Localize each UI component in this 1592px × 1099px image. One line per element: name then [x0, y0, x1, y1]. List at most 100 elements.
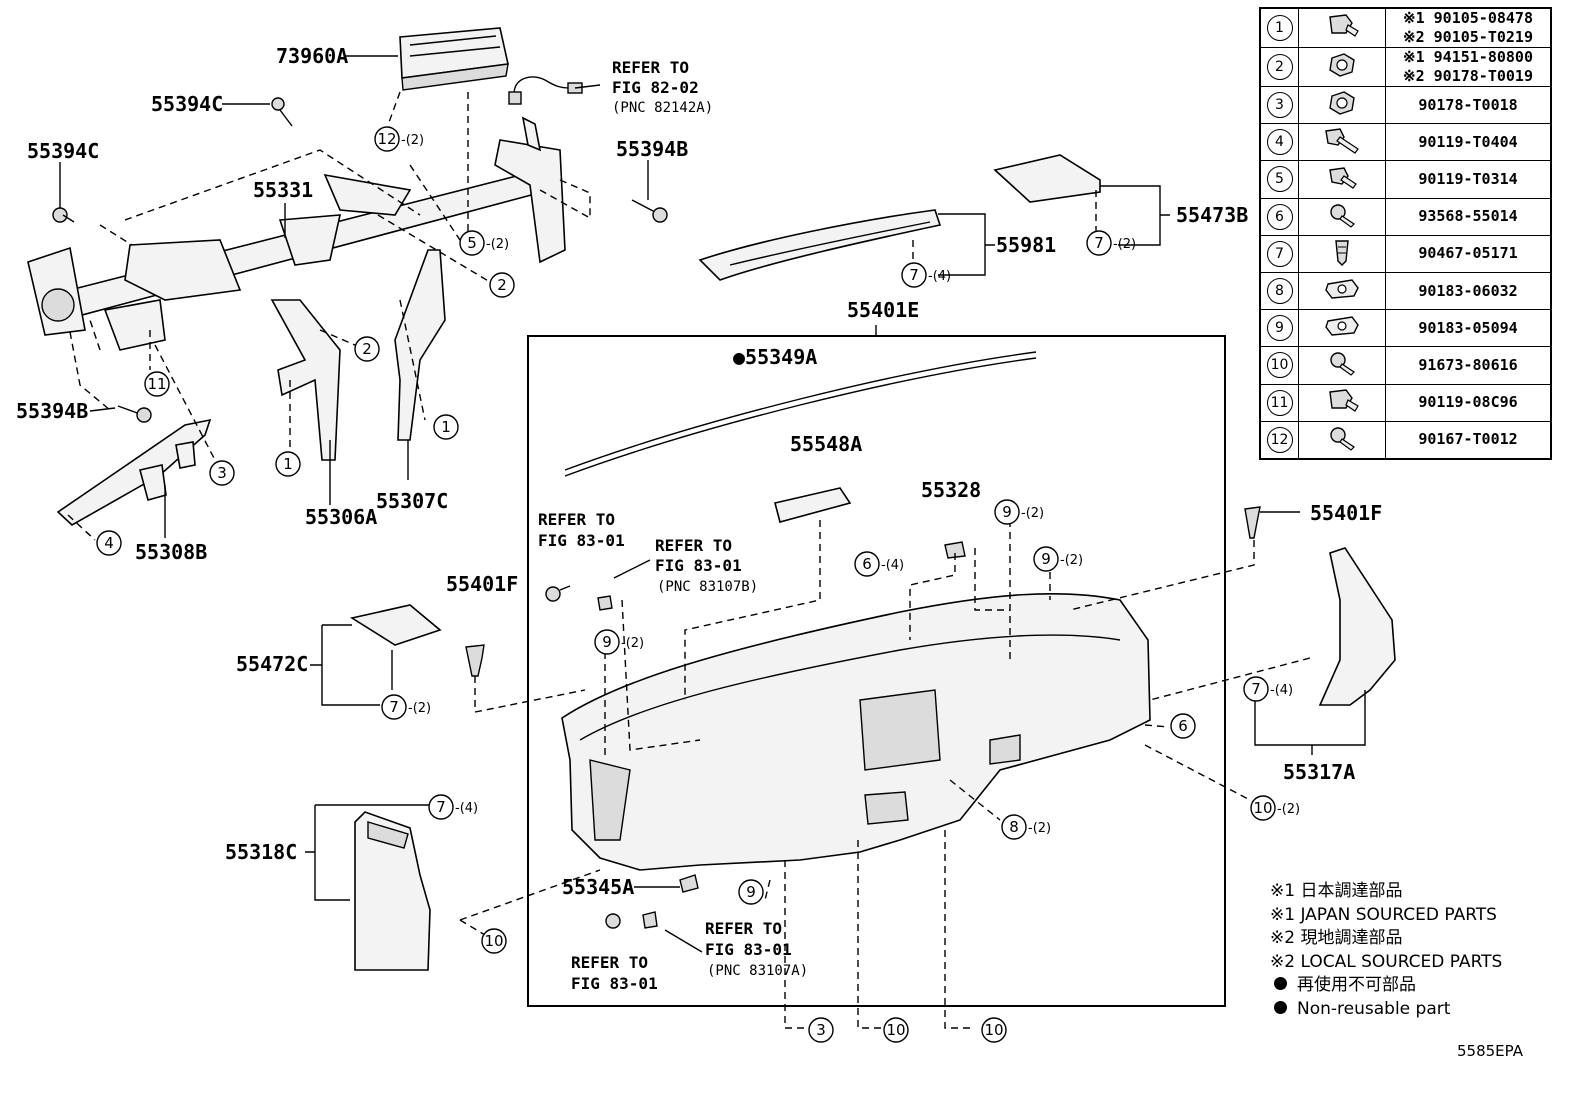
- brace-55306A: [270, 299, 341, 461]
- fastener-circle-11: [144, 371, 170, 397]
- cover-55473B: [993, 154, 1101, 203]
- leader-lines: [59, 55, 1366, 1029]
- qty: -(2): [401, 133, 424, 148]
- callout-55394C-top: 55394C: [151, 92, 223, 116]
- side-panel-55318C: [354, 811, 431, 971]
- fastener-circle-7b: [1086, 230, 1112, 256]
- callout-55394B-left: 55394B: [16, 399, 88, 423]
- fastener-circle-10b: [481, 928, 507, 954]
- callout-55401E: 55401E: [847, 298, 919, 322]
- flange-bolt-icon: [1322, 14, 1362, 45]
- fastener-num: 3: [816, 1021, 826, 1039]
- ref-pnc: (PNC 83107B): [657, 579, 758, 595]
- long-bolt-icon: [1322, 128, 1362, 159]
- callout-55307C: 55307C: [376, 489, 448, 513]
- fastener-num: 9: [746, 883, 756, 901]
- legend-number: 12: [1266, 426, 1293, 453]
- note-japan-en: ※1 JAPAN SOURCED PARTS: [1270, 904, 1497, 925]
- fastener-num: 7: [389, 698, 399, 716]
- qty: -(2): [1277, 802, 1300, 817]
- legend-row: 1※1 90105-08478※2 90105-T0219: [1259, 7, 1552, 48]
- fastener-num: 7: [1094, 234, 1104, 252]
- legend-number: 9: [1266, 315, 1293, 342]
- legend-part-number: 90183-05094: [1418, 318, 1518, 337]
- fastener-circle-10c: [883, 1017, 909, 1043]
- legend-number: 11: [1266, 389, 1293, 416]
- part-55345A: [679, 874, 699, 893]
- airbag-module-73960A: [399, 27, 509, 91]
- bullet-icon: [1274, 1000, 1287, 1014]
- callout-55472C: 55472C: [236, 652, 308, 676]
- ref-line: FIG 83-01: [571, 974, 658, 993]
- fastener-num: 1: [441, 418, 451, 436]
- legend-part-number: 90119-08C96: [1418, 393, 1518, 412]
- legend-part-number: ※1 94151-80800: [1403, 48, 1533, 66]
- part-55548A: [774, 487, 852, 523]
- legend-row: 11 90119-08C96: [1259, 383, 1552, 422]
- ref-fastener-83-01-left: [545, 585, 571, 602]
- fastener-circle-9a: [994, 499, 1020, 525]
- ref-line: REFER TO: [538, 510, 615, 529]
- notes: ※1 日本調達部品 ※1 JAPAN SOURCED PARTS ※2 現地調達…: [1270, 880, 1502, 1021]
- note-nonreusable-jp: 再使用不可部品: [1270, 974, 1502, 998]
- spring-nut-icon: [1322, 316, 1362, 345]
- legend-row: 10 91673-80616: [1259, 346, 1552, 385]
- legend-part-number: 91673-80616: [1418, 355, 1518, 374]
- note-text: Non-reusable part: [1297, 998, 1451, 1019]
- ref-line: FIG 83-01: [655, 556, 742, 575]
- fastener-circle-7a: [901, 262, 927, 288]
- note-japan-jp: ※1 日本調達部品: [1270, 881, 1403, 901]
- fastener-circle-8: [1001, 814, 1027, 840]
- fastener-circle-10d: [981, 1017, 1007, 1043]
- callout-73960A: 73960A: [276, 44, 348, 68]
- ref-line: REFER TO: [705, 919, 782, 938]
- ref-line: REFER TO: [655, 536, 732, 555]
- fastener-num: 4: [104, 534, 114, 552]
- fastener-num: 8: [1009, 818, 1019, 836]
- legend-number: 10: [1266, 352, 1293, 379]
- qty: -(2): [408, 701, 431, 716]
- fastener-circle-9d: [738, 879, 764, 905]
- fastener-circle-12: [374, 126, 400, 152]
- callout-55349A: ●55349A: [733, 345, 817, 369]
- note-local-jp: ※2 現地調達部品: [1270, 928, 1403, 948]
- fastener-circle-5: [459, 230, 485, 256]
- note-text: 再使用不可部品: [1297, 975, 1416, 995]
- reference-texts: REFER TO FIG 82-02 (PNC 82142A) REFER TO…: [538, 58, 808, 993]
- callout-55548A: 55548A: [790, 432, 862, 456]
- fastener-circle-1a: [433, 414, 459, 440]
- qty: -(4): [881, 558, 904, 573]
- legend-part-number: ※1 90105-08478: [1403, 9, 1533, 27]
- legend-number: 3: [1266, 92, 1293, 119]
- legend-number: 1: [1266, 15, 1293, 41]
- qty: -(4): [455, 801, 478, 816]
- legend-row: 2 ※1 94151-80800※2 90178-T0019: [1259, 47, 1552, 87]
- legend-part-number: 90183-06032: [1418, 281, 1518, 300]
- fastener-num: 2: [497, 276, 507, 294]
- fastener-circles: [96, 126, 1276, 1043]
- qty: -(2): [1113, 237, 1136, 252]
- fastener-circle-3b: [808, 1017, 834, 1043]
- legend-part-number: ※2 90178-T0019: [1403, 67, 1533, 85]
- clip-icon: [1322, 240, 1362, 271]
- qty: -(2): [1021, 506, 1044, 521]
- legend-number: 4: [1266, 129, 1293, 156]
- fastener-num: 9: [602, 633, 612, 651]
- nut-icon: [1322, 91, 1362, 122]
- callout-55473B: 55473B: [1176, 203, 1248, 227]
- ref-line: FIG 83-01: [705, 940, 792, 959]
- qty: -(2): [1028, 821, 1051, 836]
- flange-bolt-icon: [1322, 388, 1362, 420]
- ref-pnc: (PNC 83107A): [707, 963, 808, 979]
- qty: -(2): [486, 237, 509, 252]
- fastener-num: 7: [909, 266, 919, 284]
- legend-number: 6: [1266, 203, 1293, 230]
- fastener-numbers: 12 5 2 2 11 3 4 1 1 7 7 9 9 6 9 7 7 6 10…: [104, 130, 1272, 1039]
- callout-55345A: 55345A: [562, 875, 634, 899]
- legend-number: 2: [1266, 54, 1293, 80]
- callout-55401F-left: 55401F: [446, 572, 518, 596]
- part-55328: [944, 541, 966, 559]
- legend-number: 7: [1266, 240, 1293, 267]
